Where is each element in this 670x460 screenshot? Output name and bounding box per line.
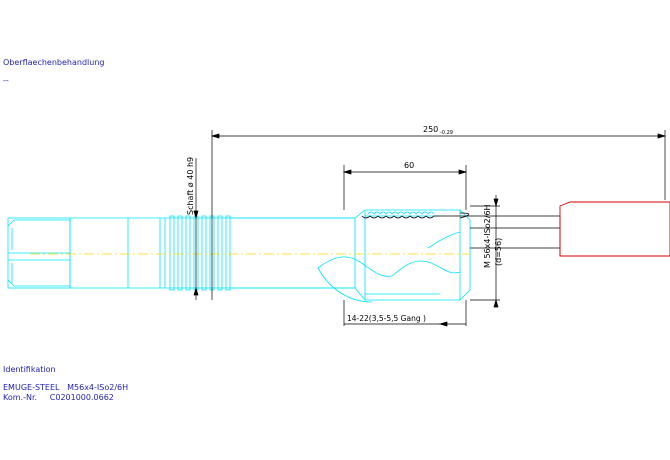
flute-2 — [391, 260, 461, 277]
dim-thread-diameter — [470, 195, 500, 308]
dim-thread-d: (d=56) — [494, 238, 503, 266]
tap-outline — [7, 209, 560, 303]
dim-thread-value: M 56x4-ISo2/6H — [483, 204, 492, 268]
surface-treatment-heading: Oberflaechenbehandlung — [3, 58, 105, 67]
dim-shank-value: Schaft ø 40 h9 — [186, 157, 195, 215]
dim-overall — [210, 130, 667, 300]
dim-thread-length — [342, 165, 468, 210]
dim-overall-value: 250 — [423, 125, 438, 134]
flute-1 — [317, 256, 393, 277]
dim-overall-tolerance: -0.29 — [440, 130, 453, 136]
identification-heading: Identifikation — [3, 365, 56, 374]
blank-outline — [559, 201, 670, 257]
dim-thread-length-value: 60 — [404, 161, 414, 170]
identification-line2: Kom.-Nr. C0201000.0662 — [3, 393, 114, 402]
thread-teeth — [367, 211, 435, 215]
dim-shank — [193, 158, 199, 300]
surface-treatment-value: -- — [3, 76, 9, 85]
thread-profile — [361, 215, 560, 219]
dim-chamfer — [343, 300, 467, 327]
shank-grooves — [169, 215, 231, 291]
identification-line1: EMUGE-STEEL M56x4-ISo2/6H — [3, 383, 129, 392]
dim-chamfer-value: 14-22(3,5-5,5 Gang ) — [347, 314, 426, 323]
